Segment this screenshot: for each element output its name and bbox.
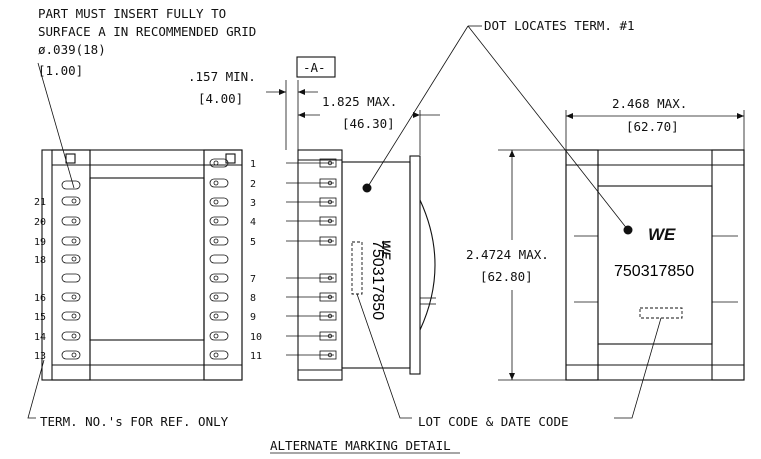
height-dim-inch: 2.4724 MAX.	[466, 247, 549, 262]
datum-box	[296, 56, 336, 78]
right-pin-label: 8	[250, 293, 256, 304]
dot-note: DOT LOCATES TERM. #1	[484, 18, 635, 33]
right-pin	[209, 254, 229, 264]
left-pin-label: 20	[34, 217, 46, 228]
bottom-view	[41, 149, 243, 381]
we-logo-top: WE	[648, 225, 676, 244]
side-pin	[286, 236, 337, 246]
top-view: WE 750317850	[565, 149, 745, 381]
right-pin: 7	[209, 273, 256, 285]
min-dim-inch: .157 MIN.	[188, 69, 256, 84]
min-dim-mm: [4.00]	[198, 91, 243, 106]
left-pin-column: 21 20 19 18 16 15 14 13	[34, 180, 81, 362]
height-dim-mm: [62.80]	[480, 269, 533, 284]
lot-code-box-top	[639, 307, 683, 319]
left-pin-label: 15	[34, 312, 46, 323]
left-pin: 20	[34, 216, 81, 228]
depth-dim-mm: [46.30]	[342, 116, 395, 131]
hole-size-mm: [1.00]	[38, 63, 83, 78]
hole-leader-line	[37, 62, 75, 189]
term-note-leader	[27, 359, 45, 419]
left-pin-label: 19	[34, 237, 46, 248]
right-pin: 1	[209, 158, 256, 170]
side-pin	[286, 216, 337, 226]
insert-note-line1: PART MUST INSERT FULLY TO	[38, 6, 226, 21]
lot-note: LOT CODE & DATE CODE	[418, 414, 569, 429]
side-pin	[286, 273, 337, 283]
right-pin-label: 1	[250, 159, 256, 170]
left-pin-label: 21	[34, 197, 46, 208]
left-pin	[61, 180, 81, 190]
depth-dim-inch: 1.825 MAX.	[322, 94, 397, 109]
hole-size-inch: ø.039(18)	[38, 42, 106, 57]
side-view: 750317850 WE	[297, 149, 436, 381]
right-pin: 10	[209, 331, 262, 343]
left-pin-label: 16	[34, 293, 46, 304]
right-pin: 5	[209, 236, 256, 248]
side-pin	[286, 350, 337, 360]
side-pin	[286, 197, 337, 207]
side-pin	[286, 178, 337, 188]
width-dim-inch: 2.468 MAX.	[612, 96, 687, 111]
left-pin: 21	[34, 196, 81, 208]
side-pin	[286, 158, 337, 168]
right-pin: 2	[209, 178, 256, 190]
right-pin: 3	[209, 197, 256, 209]
right-pin-column: 1 2 3 4 5 7 8 9 10 11	[209, 158, 262, 362]
right-pin-label: 7	[250, 274, 256, 285]
left-pin-label: 18	[34, 255, 46, 266]
right-pin-label: 10	[250, 332, 262, 343]
right-pin-label: 5	[250, 237, 256, 248]
right-pin: 9	[209, 311, 256, 323]
right-pin-label: 3	[250, 198, 256, 209]
we-logo-side: WE	[379, 240, 393, 260]
side-pin-row	[286, 158, 337, 360]
datum-label: -A-	[303, 60, 326, 75]
side-pin	[286, 292, 337, 302]
right-pin: 11	[209, 350, 262, 362]
left-pin: 16	[34, 292, 81, 304]
left-pin: 14	[34, 331, 81, 343]
right-pin: 4	[209, 216, 256, 228]
left-pin-label: 13	[34, 351, 46, 362]
detail-title: ALTERNATE MARKING DETAIL	[270, 438, 451, 453]
lot-leader-side	[356, 293, 412, 419]
part-number-top: 750317850	[614, 263, 694, 280]
left-pin: 13	[34, 350, 81, 362]
insert-note-line2: SURFACE A IN RECOMMENDED GRID	[38, 24, 256, 39]
side-pin	[286, 331, 337, 341]
left-pin	[61, 273, 81, 283]
side-pin	[286, 311, 337, 321]
dot-leader-top	[467, 25, 629, 231]
dot-leader-side	[366, 25, 469, 189]
term-note: TERM. NO.'s FOR REF. ONLY	[40, 414, 229, 429]
right-pin: 8	[209, 292, 256, 304]
right-pin-label: 11	[250, 351, 262, 362]
left-pin-label: 14	[34, 332, 46, 343]
lot-code-box-side	[351, 241, 363, 295]
left-pin: 15	[34, 311, 81, 323]
left-pin: 18	[34, 254, 81, 266]
right-pin-label: 4	[250, 217, 256, 228]
width-dim-mm: [62.70]	[626, 119, 679, 134]
left-pin: 19	[34, 236, 81, 248]
right-pin-label: 9	[250, 312, 256, 323]
lot-leader-top	[614, 317, 662, 419]
part-number-side: 750317850	[369, 240, 386, 320]
right-pin-label: 2	[250, 179, 256, 190]
